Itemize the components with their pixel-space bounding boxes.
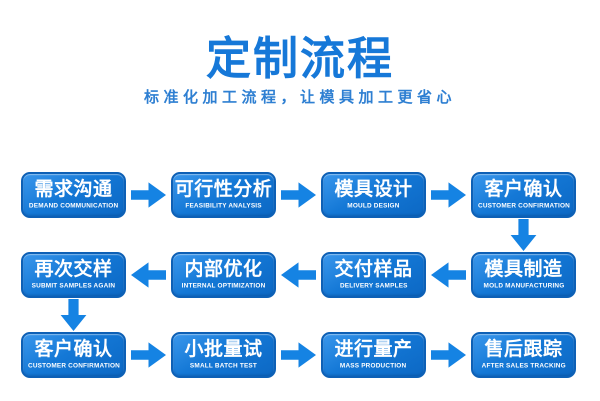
page-title: 定制流程 — [205, 33, 394, 84]
flow-step-internal-optimization: 内部优化 INTERNAL OPTIMIZATION — [171, 252, 276, 298]
arrow-left-icon — [431, 262, 466, 288]
process-flowchart: 需求沟通 DEMAND COMMUNICATION 可行性分析 FEASIBIL… — [21, 172, 576, 378]
flow-step-customer-confirmation-2: 客户确认 CUSTOMER CONFIRMATION — [21, 332, 126, 378]
step-label-en: DEMAND COMMUNICATION — [28, 203, 119, 210]
step-label-en: MASS PRODUCTION — [340, 363, 407, 370]
arrow-right-icon — [131, 182, 166, 208]
step-title-zh: 客户确认 — [484, 179, 563, 200]
flow-step-submit-samples-again: 再次交样 SUBMIT SAMPLES AGAIN — [21, 252, 126, 298]
step-title-zh: 内部优化 — [184, 259, 263, 280]
step-label-en: SMALL BATCH TEST — [189, 363, 258, 370]
step-label-en: FEASIBILITY ANALYSIS — [185, 203, 262, 210]
arrow-down-icon — [510, 219, 537, 251]
step-title-zh: 再次交样 — [34, 259, 113, 280]
step-label-en: CUSTOMER CONFIRMATION — [27, 363, 120, 370]
arrow-right-icon — [281, 342, 316, 368]
step-title-zh: 可行性分析 — [174, 179, 273, 200]
step-title-zh: 客户确认 — [34, 339, 113, 360]
flow-step-feasibility-analysis: 可行性分析 FEASIBILITY ANALYSIS — [171, 172, 276, 218]
arrow-left-icon — [131, 262, 166, 288]
flow-step-small-batch-test: 小批量试 SMALL BATCH TEST — [171, 332, 276, 378]
step-title-zh: 模具制造 — [484, 259, 563, 280]
step-title-zh: 模具设计 — [334, 179, 413, 200]
step-title-zh: 交付样品 — [334, 259, 413, 280]
flow-step-customer-confirmation-1: 客户确认 CUSTOMER CONFIRMATION — [471, 172, 576, 218]
step-title-zh: 售后跟踪 — [484, 339, 563, 360]
step-label-en: SUBMIT SAMPLES AGAIN — [31, 283, 116, 290]
step-label-en: INTERNAL OPTIMIZATION — [181, 283, 266, 290]
step-title-zh: 需求沟通 — [34, 179, 113, 200]
arrow-right-icon — [431, 342, 466, 368]
flow-step-mould-design: 模具设计 MOULD DESIGN — [321, 172, 426, 218]
header: 定制流程 标准化加工流程，让模具加工更省心 — [0, 0, 600, 105]
flow-step-delivery-samples: 交付样品 DELIVERY SAMPLES — [321, 252, 426, 298]
step-title-zh: 进行量产 — [334, 339, 413, 360]
step-label-en: MOULD DESIGN — [347, 203, 400, 210]
page-subtitle: 标准化加工流程，让模具加工更省心 — [143, 89, 456, 106]
step-label-en: DELIVERY SAMPLES — [339, 283, 408, 290]
flow-step-mold-manufacturing: 模具制造 MOLD MANUFACTURING — [471, 252, 576, 298]
arrow-left-icon — [281, 262, 316, 288]
flow-step-mass-production: 进行量产 MASS PRODUCTION — [321, 332, 426, 378]
step-title-zh: 小批量试 — [184, 339, 263, 360]
arrow-right-icon — [281, 182, 316, 208]
step-label-en: CUSTOMER CONFIRMATION — [477, 203, 570, 210]
flow-step-after-sales-tracking: 售后跟踪 AFTER SALES TRACKING — [471, 332, 576, 378]
arrow-right-icon — [431, 182, 466, 208]
arrow-right-icon — [131, 342, 166, 368]
step-label-en: MOLD MANUFACTURING — [483, 283, 564, 290]
step-label-en: AFTER SALES TRACKING — [481, 363, 566, 370]
arrow-down-icon — [60, 299, 87, 331]
flow-step-demand-communication: 需求沟通 DEMAND COMMUNICATION — [21, 172, 126, 218]
